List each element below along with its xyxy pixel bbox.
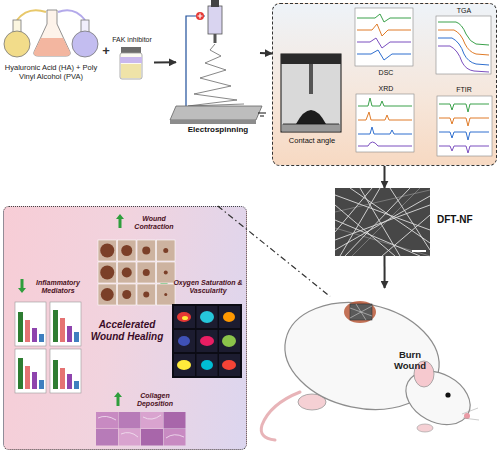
electrospinner-illustration bbox=[186, 16, 205, 106]
node-label: Burn Wound bbox=[386, 350, 434, 372]
flask-illustration bbox=[4, 10, 98, 57]
flask-illustration bbox=[13, 20, 21, 33]
electrospinner-illustration bbox=[258, 113, 266, 116]
rat-illustration bbox=[462, 408, 479, 420]
rat-illustration bbox=[350, 304, 372, 320]
vial-illustration bbox=[121, 47, 141, 53]
rat-illustration bbox=[417, 424, 433, 432]
electrospinner-illustration bbox=[208, 6, 222, 34]
sem-nanofiber-image bbox=[335, 188, 430, 256]
nanofiber-image: DFT-NF bbox=[335, 188, 485, 256]
dsc-plot: DSC bbox=[353, 6, 419, 82]
outcome-item: Collagen Deposition bbox=[93, 391, 189, 449]
vial-illustration bbox=[120, 53, 142, 79]
sem-nanofiber-image bbox=[335, 188, 430, 256]
node-label: TGA bbox=[433, 7, 495, 15]
node-label: Hyaluronic Acid (HA) + Poly Vinyl Alcoho… bbox=[2, 64, 100, 81]
sem-nanofiber-image bbox=[360, 188, 400, 256]
sem-nanofiber-image bbox=[412, 250, 426, 252]
flask-illustration bbox=[72, 31, 98, 57]
outcome-item: Inflammatory Mediators bbox=[13, 277, 87, 399]
node-label: Accelerated Wound Healing bbox=[85, 319, 169, 342]
node-label: FTIR bbox=[433, 86, 495, 94]
sem-nanofiber-image bbox=[335, 190, 430, 212]
vial-illustration bbox=[120, 57, 142, 63]
outcome-panel: Accelerated Wound Healing Wound Contracti… bbox=[3, 206, 247, 450]
ftir-plot: FTIR bbox=[433, 85, 495, 161]
electrospinner-illustration bbox=[196, 12, 204, 20]
electrospinning-setup: Electrospinning bbox=[176, 2, 260, 136]
drug-vial: FAK inhibitor bbox=[110, 36, 154, 80]
rat-illustration bbox=[445, 392, 450, 397]
flow-arrow bbox=[384, 256, 386, 288]
vial-illustration bbox=[120, 47, 142, 79]
outcome-item: Oxygen Saturation & Vascularity bbox=[159, 277, 247, 385]
rat-illustration bbox=[397, 361, 480, 435]
sem-nanofiber-image bbox=[335, 205, 395, 256]
electrospinner-illustration bbox=[170, 106, 262, 120]
node-label: Collagen Deposition bbox=[125, 392, 185, 408]
electrospinner-illustration bbox=[214, 34, 217, 43]
electrospinner-illustration bbox=[211, 0, 219, 7]
rat-illustration bbox=[298, 394, 326, 410]
node-label: Electrospinning bbox=[176, 125, 260, 134]
node-label: Oxygen Saturation & Vascularity bbox=[171, 279, 245, 295]
node-label: DSC bbox=[353, 69, 419, 77]
flask-illustration bbox=[34, 38, 70, 56]
rat-model: Burn Wound bbox=[330, 288, 470, 428]
node-label: DFT-NF bbox=[437, 214, 485, 226]
electrospinner-illustration bbox=[188, 44, 244, 106]
sem-nanofiber-image bbox=[345, 188, 410, 256]
flow-arrow bbox=[260, 52, 272, 55]
sem-nanofiber-image bbox=[335, 188, 372, 232]
sem-nanofiber-image bbox=[352, 188, 420, 256]
tga-plot: TGA bbox=[433, 6, 495, 82]
rat-illustration bbox=[275, 289, 449, 423]
flask-illustration bbox=[4, 31, 30, 57]
sem-nanofiber-image bbox=[335, 188, 430, 256]
rat-illustration bbox=[464, 413, 470, 419]
plus-sign: + bbox=[100, 44, 112, 57]
electrospinner-illustration bbox=[170, 120, 256, 124]
vial-illustration bbox=[121, 64, 141, 78]
flow-arrow bbox=[384, 166, 386, 188]
node-label: Contact angle bbox=[279, 137, 345, 146]
rat-illustration bbox=[344, 301, 376, 323]
contact-angle-image: Contact angle bbox=[279, 51, 345, 149]
flask-illustration bbox=[81, 20, 89, 33]
node-label: XRD bbox=[353, 85, 419, 93]
node-label: Wound Contraction bbox=[127, 215, 181, 231]
sem-nanofiber-image bbox=[335, 188, 430, 256]
rat-illustration bbox=[350, 304, 372, 320]
sem-nanofiber-image bbox=[335, 195, 430, 230]
node-label: FAK inhibitor bbox=[106, 36, 158, 44]
electrospinner-illustration bbox=[170, 0, 266, 124]
sem-nanofiber-image bbox=[335, 205, 430, 240]
sem-nanofiber-image bbox=[390, 188, 430, 250]
sem-nanofiber-image bbox=[335, 196, 430, 250]
sem-nanofiber-image bbox=[340, 188, 380, 256]
rat-illustration bbox=[261, 392, 300, 440]
sem-nanofiber-image bbox=[335, 228, 430, 256]
node-label: Inflammatory Mediators bbox=[29, 279, 87, 295]
outcome-item: Wound Contraction bbox=[97, 213, 181, 315]
flask-illustration bbox=[17, 10, 46, 20]
flow-arrow bbox=[154, 61, 176, 63]
flask-illustration bbox=[34, 10, 70, 56]
characterization-panel: Contact angle DSC TGA XRD FTIR bbox=[272, 3, 497, 166]
rat-illustration bbox=[261, 289, 479, 440]
sem-nanofiber-image bbox=[335, 220, 420, 256]
xrd-plot: XRD bbox=[353, 85, 419, 161]
material-group: Hyaluronic Acid (HA) + Poly Vinyl Alcoho… bbox=[0, 4, 102, 96]
sem-nanofiber-image bbox=[350, 188, 430, 243]
electrospinner-illustration bbox=[198, 14, 203, 19]
flask-illustration bbox=[58, 10, 85, 20]
sem-nanofiber-image bbox=[382, 215, 430, 256]
